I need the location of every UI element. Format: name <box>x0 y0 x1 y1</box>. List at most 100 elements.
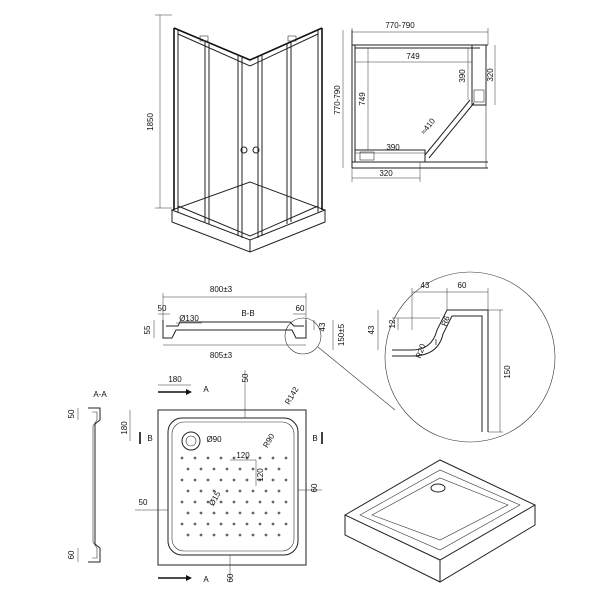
bb-left-height: 55 <box>143 325 152 334</box>
detail-height: 150 <box>503 365 512 379</box>
anti-slip-dot <box>212 467 216 471</box>
anti-slip-dot <box>199 467 203 471</box>
bb-side-height: 150±5 <box>337 323 346 346</box>
anti-slip-dot <box>258 478 262 482</box>
anti-slip-dot <box>264 511 268 515</box>
anti-slip-dot <box>245 456 249 460</box>
anti-slip-dot <box>186 533 190 537</box>
b-label-left: B <box>147 434 152 443</box>
anti-slip-dot <box>277 511 281 515</box>
detail-mark: I <box>435 338 437 347</box>
handle-icon <box>240 146 248 154</box>
anti-slip-dot <box>186 489 190 493</box>
b-label-right: B <box>312 434 317 443</box>
anti-slip-dot <box>251 489 255 493</box>
d60-right: 60 <box>310 483 319 492</box>
bb-right-height: 43 <box>318 322 327 331</box>
anti-slip-dot <box>199 489 203 493</box>
anti-slip-dot <box>186 511 190 515</box>
anti-slip-dot <box>245 522 249 526</box>
drain-icon <box>181 431 201 451</box>
anti-slip-dot <box>284 456 288 460</box>
plan-inner-width: 749 <box>406 52 420 61</box>
cabin-height-label: 1850 <box>146 113 155 131</box>
handle-icon <box>252 146 260 154</box>
plan-door-bottom: 390 <box>386 143 400 152</box>
anti-slip-dot <box>219 456 223 460</box>
plan-door-right: 390 <box>458 69 467 83</box>
anti-slip-dot <box>245 500 249 504</box>
d50-top: 50 <box>241 373 250 382</box>
anti-slip-dot <box>258 522 262 526</box>
anti-slip-dot <box>180 522 184 526</box>
anti-slip-dot <box>232 500 236 504</box>
plan-outer-width: 770-790 <box>385 21 415 30</box>
a-label-top: A <box>203 385 209 394</box>
bb-top-width: 800±3 <box>210 285 233 294</box>
anti-slip-dot <box>271 522 275 526</box>
detail-w43: 43 <box>421 281 430 290</box>
anti-slip-dot <box>258 456 262 460</box>
anti-slip-dot <box>193 456 197 460</box>
anti-slip-dot <box>225 467 229 471</box>
anti-slip-dot <box>232 478 236 482</box>
anti-slip-dot <box>245 478 249 482</box>
anti-slip-dot <box>277 533 281 537</box>
bb-right-margin: 60 <box>296 304 305 313</box>
anti-slip-dots <box>180 456 288 537</box>
shower-cabin-view: 1850 <box>146 14 327 253</box>
anti-slip-dot <box>193 500 197 504</box>
section-aa: A-A 50 60 <box>67 390 107 563</box>
anti-slip-dot <box>264 467 268 471</box>
anti-slip-dot <box>212 489 216 493</box>
detail-r6: R6 <box>440 314 452 327</box>
anti-slip-dot <box>271 500 275 504</box>
drain-d: Ø90 <box>206 435 222 444</box>
tray-top-view: A A B B 180 50 R142 180 Ø90 R90 120 120 … <box>120 370 323 584</box>
d180-top: 180 <box>168 375 182 384</box>
d50-left: 50 <box>139 498 148 507</box>
tray-drain-icon <box>430 483 446 493</box>
anti-slip-dot <box>212 511 216 515</box>
anti-slip-dot <box>199 533 203 537</box>
detail-view: 43 60 12 43 R6 R20 I 150 <box>367 271 556 443</box>
anti-slip-dot <box>206 522 210 526</box>
anti-slip-dot <box>193 522 197 526</box>
plan-inner-depth: 749 <box>358 92 367 106</box>
anti-slip-dot <box>180 478 184 482</box>
anti-slip-dot <box>212 533 216 537</box>
anti-slip-dot <box>199 511 203 515</box>
d120-h: 120 <box>236 451 250 460</box>
section-bb: 800±3 50 60 B-B Ø130 55 43 150±5 805±3 <box>143 285 396 411</box>
anti-slip-dot <box>219 522 223 526</box>
anti-slip-dot <box>264 489 268 493</box>
anti-slip-dot <box>232 522 236 526</box>
anti-slip-dot <box>238 511 242 515</box>
bb-drain: Ø130 <box>179 314 199 323</box>
anti-slip-dot <box>225 533 229 537</box>
anti-slip-dot <box>225 511 229 515</box>
anti-slip-dot <box>284 478 288 482</box>
r90: R90 <box>261 432 276 450</box>
plan-radius: ≈410 <box>419 116 437 136</box>
anti-slip-dot <box>193 478 197 482</box>
anti-slip-dot <box>232 456 236 460</box>
anti-slip-dot <box>186 467 190 471</box>
bb-bottom-width: 805±3 <box>210 351 233 360</box>
anti-slip-dot <box>206 456 210 460</box>
anti-slip-dot <box>277 467 281 471</box>
d15: Ø15 <box>207 489 223 507</box>
aa-bottom: 60 <box>67 550 76 559</box>
plan-door-bottom-small: 320 <box>379 169 393 178</box>
aa-title: A-A <box>93 390 107 399</box>
anti-slip-dot <box>251 511 255 515</box>
detail-r20: R20 <box>414 342 428 359</box>
anti-slip-dot <box>180 500 184 504</box>
plan-outer-depth: 770-790 <box>333 85 342 115</box>
detail-h43: 43 <box>367 325 376 334</box>
anti-slip-dot <box>258 500 262 504</box>
tray-3d-view <box>343 459 537 583</box>
anti-slip-dot <box>238 489 242 493</box>
anti-slip-dot <box>271 456 275 460</box>
